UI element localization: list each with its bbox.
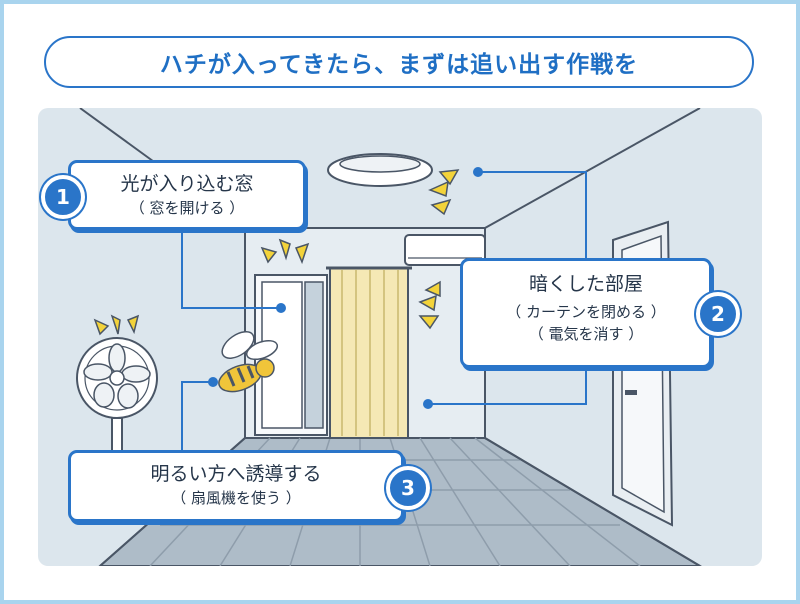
page-title: ハチが入ってきたら、まずは追い出す作戦を: [159, 52, 639, 78]
callout-dark-room-sub2: （ 電気を消す ）: [528, 325, 644, 343]
curtain: [329, 267, 409, 439]
connector-dots: [208, 167, 483, 409]
step-3-badge: 3: [386, 466, 430, 510]
curtain-folds: [341, 270, 399, 436]
door-handle: [625, 390, 637, 395]
bee: [218, 331, 279, 393]
connector-lines: [181, 171, 587, 458]
callout-fan: 明るい方へ誘導する （ 扇風機を使う ）: [68, 450, 404, 522]
callout-window-sub: （ 窓を開ける ）: [129, 199, 245, 217]
ceiling-right-edge: [484, 108, 701, 229]
title-banner: ハチが入ってきたら、まずは追い出す作戦を: [44, 36, 754, 88]
attention-markers: [93, 169, 460, 336]
callout-window: 光が入り込む窓 （ 窓を開ける ）: [68, 160, 306, 230]
callout-dark-room-sub1: （ カーテンを閉める ）: [506, 303, 666, 321]
callout-dark-room: 暗くした部屋 （ カーテンを閉める ） （ 電気を消す ）: [460, 258, 712, 368]
callout-window-title: 光が入り込む窓: [120, 173, 254, 195]
step-1-badge: 1: [41, 175, 85, 219]
callout-fan-title: 明るい方へ誘導する: [150, 463, 322, 485]
callout-dark-room-title: 暗くした部屋: [528, 273, 643, 295]
step-2-badge: 2: [696, 292, 740, 336]
callout-fan-sub: （ 扇風機を使う ）: [171, 489, 301, 507]
